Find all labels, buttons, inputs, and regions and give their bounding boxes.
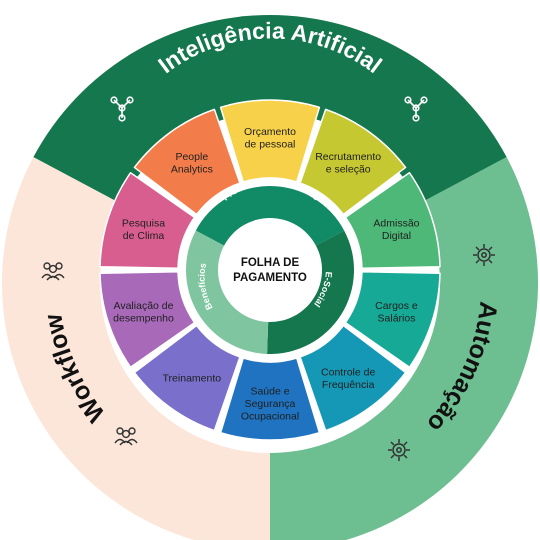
center-title-line2: PAGAMENTO xyxy=(233,272,307,284)
segment-5 xyxy=(299,324,407,432)
segment-2 xyxy=(299,108,407,216)
network-icon xyxy=(404,96,428,122)
users-icon xyxy=(114,427,138,446)
users-icon xyxy=(41,262,65,281)
ring-benefits xyxy=(185,230,269,354)
network-icon xyxy=(110,96,134,122)
ring-processes xyxy=(195,186,345,246)
segment-6 xyxy=(219,357,321,441)
segment-8 xyxy=(99,271,196,369)
center-circle xyxy=(222,222,318,318)
ring-esocial xyxy=(267,230,354,354)
segment-10 xyxy=(133,108,241,216)
gear-icon xyxy=(473,244,495,266)
segment-4 xyxy=(344,271,441,369)
segment-9 xyxy=(99,171,196,269)
segment-7 xyxy=(133,324,241,432)
segment-3 xyxy=(344,171,441,269)
segment-label-7: Treinamento xyxy=(163,373,222,385)
segment-1 xyxy=(219,99,321,183)
center-title-line1: FOLHA DE xyxy=(241,257,300,269)
inner-ring xyxy=(185,186,354,354)
gear-icon xyxy=(388,439,410,461)
